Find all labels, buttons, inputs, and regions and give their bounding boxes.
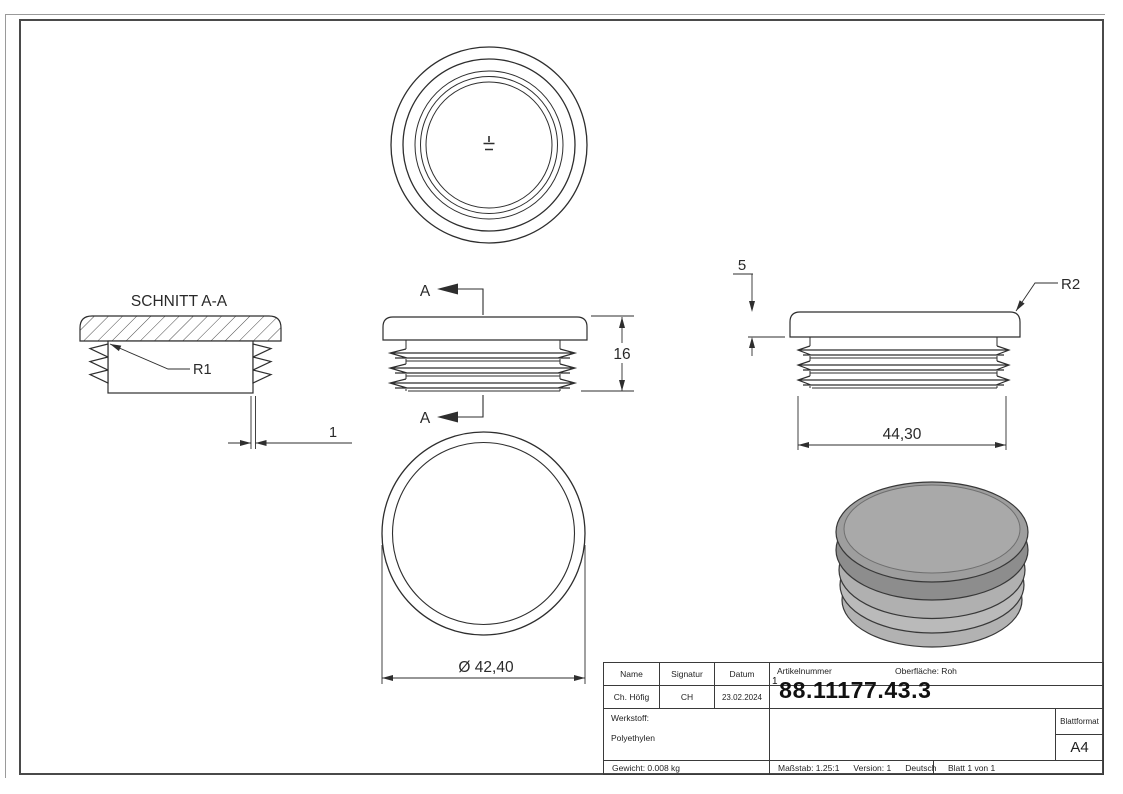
section-arrow-bottom-label: A bbox=[420, 410, 431, 427]
dim-wall-label: 1 bbox=[329, 425, 337, 441]
dim-wall-arrow-left-icon bbox=[240, 440, 251, 446]
tb-massstab: Maßstab: 1.25:1 bbox=[778, 762, 840, 773]
r1-label: R1 bbox=[193, 362, 212, 378]
tb-header-datum: Datum bbox=[729, 669, 755, 679]
tb-header-signatur: Signatur bbox=[671, 669, 703, 679]
drawing-frame bbox=[19, 19, 1104, 775]
tb-blatt: Blatt 1 von 1 bbox=[948, 762, 996, 773]
tb-oberflaeche-label: Oberfläche: Roh bbox=[895, 666, 957, 676]
dim-5-arrow-up-icon bbox=[749, 337, 755, 348]
tb-werkstoff-value: Polyethylen bbox=[611, 733, 655, 743]
section-arrow-bottom-icon bbox=[437, 411, 458, 423]
dim-wall-arrow-right-icon bbox=[255, 440, 267, 446]
r1-arrowhead-icon bbox=[110, 344, 122, 352]
tb-version: Version: 1 bbox=[853, 762, 892, 773]
page-edge-top bbox=[5, 14, 1105, 15]
section-title-label: SCHNITT A-A bbox=[131, 293, 228, 310]
dim-16-arrow-bottom-icon bbox=[619, 380, 625, 391]
page-edge-left bbox=[5, 14, 6, 778]
tb-value-name: Ch. Höfig bbox=[613, 692, 650, 702]
dim-5-arrow-down-icon bbox=[749, 301, 755, 312]
center-mark-icon bbox=[483, 136, 495, 151]
dim-diameter-label: Ø 42,40 bbox=[458, 659, 514, 676]
tb-value-signatur: CH bbox=[680, 692, 694, 702]
tb-blattformat-value: A4 bbox=[1070, 739, 1089, 756]
side-view: 5 R2 44,30 bbox=[733, 257, 1080, 450]
tb-sprache: Deutsch bbox=[905, 762, 937, 773]
dim-16-arrow-top-icon bbox=[619, 317, 625, 328]
dim-44-arrow-left-icon bbox=[798, 442, 809, 448]
section-view: SCHNITT A-A R1 1 bbox=[79, 293, 352, 449]
tb-artikelnummer-value: 188.11177.43.3 bbox=[772, 676, 932, 703]
tb-header-name: Name bbox=[620, 669, 643, 679]
top-view bbox=[390, 46, 588, 244]
title-block: Name Signatur Datum Ch. Höfig CH 23.02.2… bbox=[603, 662, 1104, 775]
r2-arrowhead-icon bbox=[1016, 300, 1025, 311]
render-3d bbox=[835, 481, 1029, 648]
dim-dia-arrow-left-icon bbox=[382, 675, 393, 681]
section-arrow-top-icon bbox=[437, 283, 458, 295]
bottom-view: Ø 42,40 bbox=[381, 431, 586, 684]
front-view: A A 16 bbox=[382, 283, 634, 427]
section-arrow-top-label: A bbox=[420, 283, 431, 300]
tb-artikelnummer-label: Artikelnummer bbox=[777, 666, 832, 676]
tb-value-datum: 23.02.2024 bbox=[721, 692, 763, 702]
dim-width-label: 44,30 bbox=[883, 426, 922, 443]
dim-height-label: 16 bbox=[613, 346, 630, 363]
r2-label: R2 bbox=[1061, 276, 1080, 293]
dim-cap-height-label: 5 bbox=[738, 257, 746, 274]
tb-artikelnummer-sup: 1 bbox=[772, 676, 779, 687]
tb-blattformat-label: Blattformat bbox=[1060, 717, 1099, 726]
dim-dia-arrow-right-icon bbox=[574, 675, 585, 681]
dim-44-arrow-right-icon bbox=[995, 442, 1006, 448]
tb-gewicht: Gewicht: 0.008 kg bbox=[612, 762, 681, 773]
tb-werkstoff-label: Werkstoff: bbox=[611, 713, 649, 723]
